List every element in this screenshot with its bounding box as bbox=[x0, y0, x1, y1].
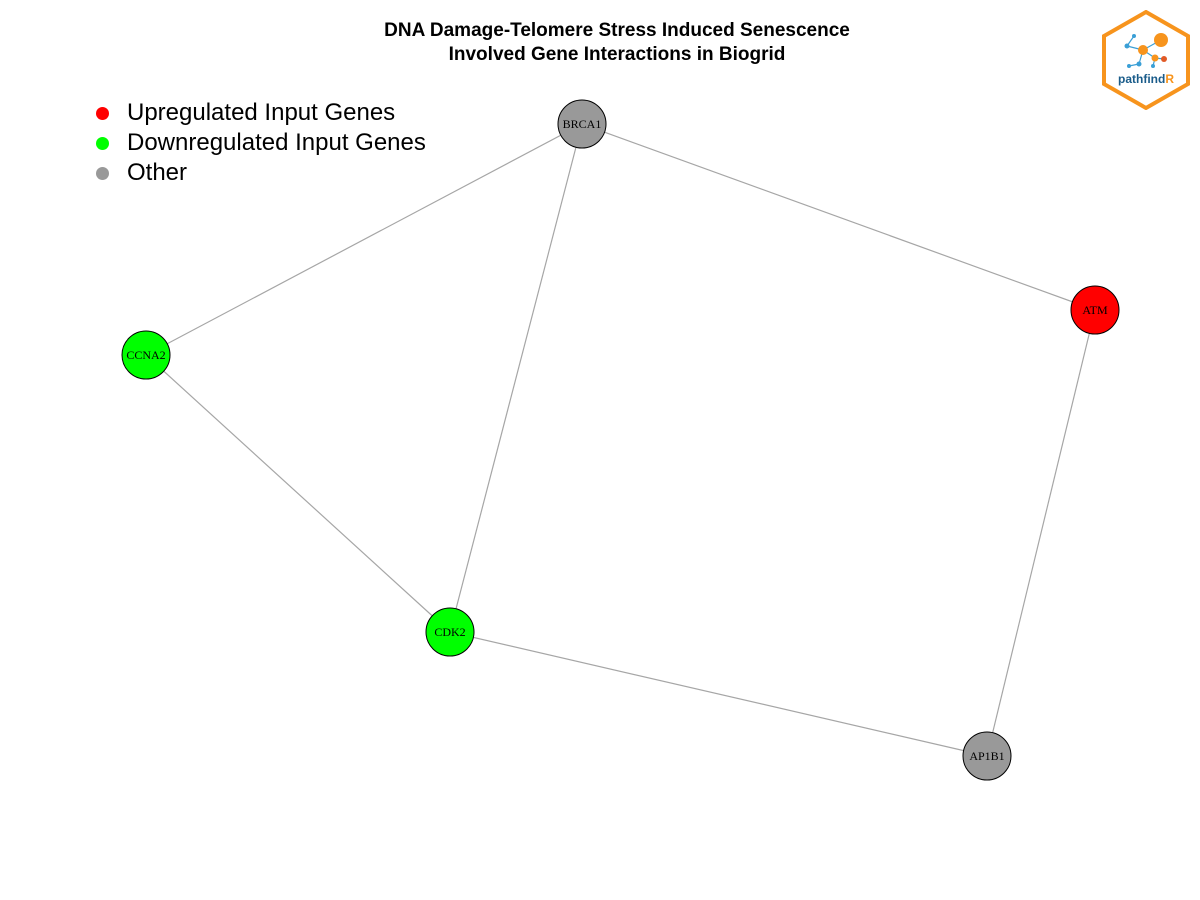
node-label-brca1: BRCA1 bbox=[563, 117, 602, 131]
node-circle-atm bbox=[1070, 285, 1120, 335]
figure-title-line-1: DNA Damage-Telomere Stress Induced Senes… bbox=[384, 20, 850, 41]
edge-cdk2-ap1b1 bbox=[449, 631, 988, 757]
node-brca1: BRCA1 bbox=[557, 99, 607, 149]
legend-item-upregulated: Upregulated Input Genes bbox=[96, 98, 426, 128]
node-atm: ATM bbox=[1070, 285, 1120, 335]
svg-text:pathfindR: pathfindR bbox=[1118, 72, 1174, 86]
node-circle-ccna2 bbox=[121, 330, 171, 380]
edge-brca1-atm bbox=[581, 123, 1096, 311]
figure-title-line-2: Involved Gene Interactions in Biogrid bbox=[448, 44, 786, 65]
legend: Upregulated Input Genes Downregulated In… bbox=[96, 98, 426, 188]
pathfindr-logo-icon: pathfindR bbox=[1102, 10, 1190, 110]
legend-item-downregulated: Downregulated Input Genes bbox=[96, 128, 426, 158]
legend-dot-upregulated bbox=[96, 106, 109, 120]
node-cdk2: CDK2 bbox=[425, 607, 475, 657]
logo-text-main: pathfind bbox=[1118, 72, 1165, 86]
node-ap1b1: AP1B1 bbox=[962, 731, 1012, 781]
legend-dot-downregulated bbox=[96, 136, 109, 150]
edge-atm-ap1b1 bbox=[986, 309, 1096, 757]
edge-brca1-cdk2 bbox=[449, 123, 583, 633]
edge-ccna2-cdk2 bbox=[145, 354, 451, 633]
node-circle-ap1b1 bbox=[962, 731, 1012, 781]
node-label-ccna2: CCNA2 bbox=[126, 348, 165, 362]
edge-brca1-ccna2 bbox=[145, 123, 583, 356]
legend-item-other: Other bbox=[96, 158, 426, 188]
node-circle-brca1 bbox=[557, 99, 607, 149]
legend-label-downregulated: Downregulated Input Genes bbox=[127, 129, 426, 156]
node-circle-cdk2 bbox=[425, 607, 475, 657]
legend-label-other: Other bbox=[127, 159, 188, 186]
edge-layer bbox=[145, 123, 1096, 757]
node-label-ap1b1: AP1B1 bbox=[969, 749, 1004, 763]
node-label-atm: ATM bbox=[1082, 303, 1108, 317]
node-ccna2: CCNA2 bbox=[121, 330, 171, 380]
logo-text-accent: R bbox=[1165, 72, 1174, 86]
legend-label-upregulated: Upregulated Input Genes bbox=[127, 99, 396, 126]
node-label-cdk2: CDK2 bbox=[434, 625, 465, 639]
legend-dot-other bbox=[96, 166, 109, 180]
